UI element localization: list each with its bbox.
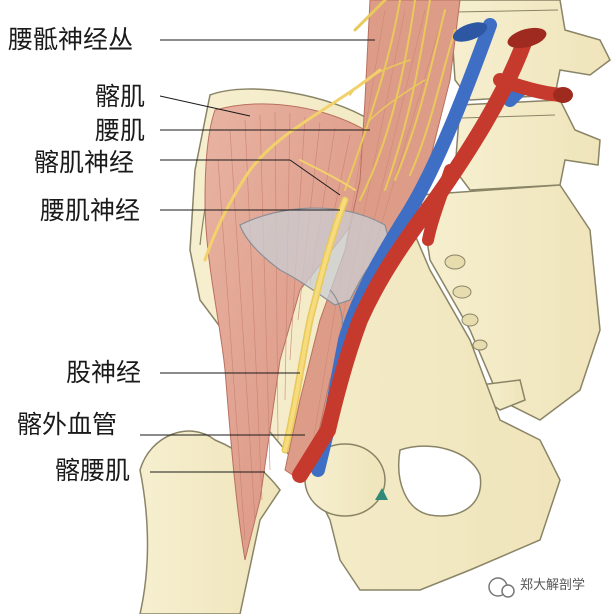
- wechat-icon: [488, 577, 515, 598]
- leader-lines: [140, 39, 375, 473]
- inguinal-ligament: [239, 207, 391, 306]
- sacrum: [419, 184, 601, 421]
- iliacus-nerve: [203, 68, 382, 262]
- label-iliacus: 髂肌: [95, 82, 146, 111]
- external-iliac-artery: [292, 27, 573, 483]
- lumbosacral-plexus-nerves: [344, 0, 456, 201]
- label-iliacus-nerve: 髂肌神经: [34, 148, 135, 177]
- logo-mark: [375, 488, 388, 500]
- watermark-text: 郑大解剖学: [520, 578, 586, 593]
- label-femoral-nerve: 股神经: [66, 358, 142, 387]
- label-psoas: 腰肌: [95, 116, 146, 145]
- label-lumbosacral-plexus: 腰骶神经丛: [8, 25, 134, 54]
- psoas-nerve: [299, 159, 356, 191]
- label-external-iliac-vessels: 髂外血管: [17, 410, 118, 439]
- label-iliopsoas: 髂腰肌: [55, 456, 131, 485]
- label-psoas-nerve: 腰肌神经: [40, 196, 141, 225]
